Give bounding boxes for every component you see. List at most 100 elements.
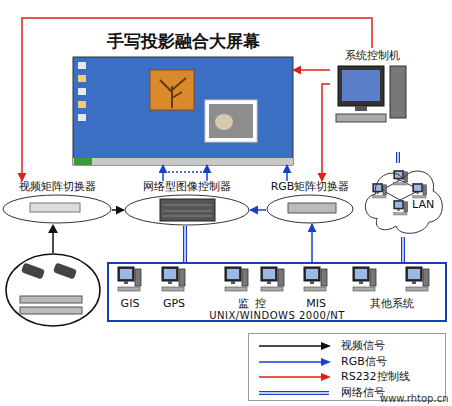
monitor-screen bbox=[342, 70, 380, 101]
computer-icon bbox=[406, 267, 429, 291]
connector bbox=[163, 165, 207, 181]
node-label: 系统控制机 bbox=[330, 50, 414, 62]
system-computer: 监控 bbox=[218, 264, 292, 310]
system-computers bbox=[118, 267, 429, 291]
legend-text: 网络信号 bbox=[341, 387, 385, 399]
signal-line bbox=[286, 165, 288, 181]
lan-computer bbox=[413, 184, 427, 198]
legend-sample bbox=[257, 339, 337, 353]
legend-line bbox=[259, 345, 323, 347]
tree-picture bbox=[160, 78, 186, 108]
video-matrix-device bbox=[30, 203, 80, 212]
legend-line-inner bbox=[259, 392, 329, 393]
camera-device bbox=[20, 307, 82, 314]
system-control-computer bbox=[336, 66, 406, 122]
legend-arrowhead bbox=[321, 342, 331, 350]
legend-sample bbox=[257, 355, 337, 369]
legend-row: RGB信号 bbox=[249, 355, 445, 369]
signal-line bbox=[322, 84, 330, 181]
image-controller: 网络型图像控制器 bbox=[124, 181, 250, 226]
connector bbox=[185, 226, 186, 262]
system-computer: GPS bbox=[156, 264, 192, 310]
system-computer: 其他系统 bbox=[344, 264, 440, 310]
network-line-outer bbox=[396, 152, 400, 163]
computer-icon bbox=[225, 267, 248, 291]
connector bbox=[22, 18, 372, 181]
legend-row: RS232控制线 bbox=[249, 370, 445, 384]
node-label: 监控 bbox=[218, 298, 292, 310]
connector bbox=[403, 237, 404, 262]
connector bbox=[112, 210, 124, 211]
node-label: LAN bbox=[412, 199, 434, 211]
keyboard bbox=[336, 114, 386, 122]
signal-line bbox=[162, 165, 164, 181]
connector bbox=[398, 152, 399, 163]
photo-content bbox=[209, 104, 253, 138]
network-line-outer bbox=[183, 226, 187, 262]
network-line-inner bbox=[184, 226, 185, 262]
rack-stripe bbox=[163, 205, 212, 206]
monitor bbox=[338, 66, 384, 106]
camera-wire-arrowhead bbox=[48, 224, 58, 233]
desktop-icon bbox=[78, 88, 86, 95]
node-label: 视频矩阵切换器 bbox=[2, 181, 112, 193]
rack-stripe bbox=[163, 211, 212, 212]
desktop-icon bbox=[78, 114, 86, 121]
monitor-base bbox=[355, 106, 367, 111]
legend-arrowhead bbox=[321, 358, 331, 366]
legend-box: 视频信号 RGB信号 RS232控制线网络信号 bbox=[248, 333, 446, 401]
legend-sample bbox=[257, 370, 337, 384]
signal-line bbox=[311, 224, 313, 262]
rack-stripe bbox=[163, 216, 212, 217]
node-label: RGB矩阵切换器 bbox=[266, 181, 354, 193]
network-line-inner bbox=[397, 152, 398, 163]
connector bbox=[312, 224, 313, 262]
signal-line bbox=[250, 209, 266, 211]
legend-row: 视频信号 bbox=[249, 339, 445, 353]
window-photo bbox=[205, 100, 257, 142]
camera bbox=[21, 263, 45, 280]
signal-line bbox=[206, 165, 208, 181]
computer-icon bbox=[162, 267, 185, 291]
ellipse-shape bbox=[267, 195, 353, 223]
node-label: 网络型图像控制器 bbox=[124, 181, 250, 193]
ellipse-shape bbox=[3, 195, 111, 223]
node-label: UNIX/WINDOWS 2000/NT bbox=[109, 310, 445, 321]
desktop-icon bbox=[78, 62, 86, 69]
screen-taskbar bbox=[73, 158, 293, 165]
legend-arrowhead bbox=[321, 373, 331, 381]
legend-sample bbox=[257, 386, 337, 400]
display-screen: 手写投影融合大屏幕 bbox=[73, 57, 293, 165]
node-label: GPS bbox=[156, 298, 192, 310]
signal-line bbox=[293, 69, 330, 71]
computer-icon bbox=[353, 267, 376, 291]
node-label: 手写投影融合大屏幕 bbox=[53, 32, 313, 51]
signal-line bbox=[112, 209, 124, 211]
control-computer: 系统控制机 bbox=[330, 48, 414, 152]
legend-line bbox=[259, 376, 323, 378]
cloud-shape bbox=[365, 171, 442, 233]
node-label: 其他系统 bbox=[344, 298, 440, 310]
node-label: MIS bbox=[296, 298, 336, 310]
signal-line bbox=[22, 18, 372, 181]
watermark: www.rhtop.cn bbox=[380, 393, 448, 404]
connector bbox=[293, 70, 330, 71]
camera-device bbox=[20, 296, 82, 303]
legend-text: 视频信号 bbox=[341, 340, 385, 352]
camera-group bbox=[6, 224, 100, 326]
systems-box: UNIX/WINDOWS 2000/NTGIS GPS 监控 MIS 其他系统 bbox=[107, 262, 447, 322]
system-computer: GIS bbox=[113, 264, 147, 310]
computer-icon bbox=[304, 267, 327, 291]
screen-illustration bbox=[73, 57, 293, 165]
lan-cloud: LAN bbox=[360, 163, 446, 237]
computer-icon bbox=[261, 267, 284, 291]
computer-tower bbox=[390, 66, 406, 118]
system-computer: MIS bbox=[296, 264, 336, 310]
window-image bbox=[150, 70, 194, 110]
video-matrix-switcher: 视频矩阵切换器 bbox=[2, 181, 112, 224]
camera bbox=[53, 263, 77, 280]
network-line-inner bbox=[402, 237, 403, 262]
legend-text: RGB信号 bbox=[341, 356, 387, 368]
connector bbox=[250, 210, 266, 211]
